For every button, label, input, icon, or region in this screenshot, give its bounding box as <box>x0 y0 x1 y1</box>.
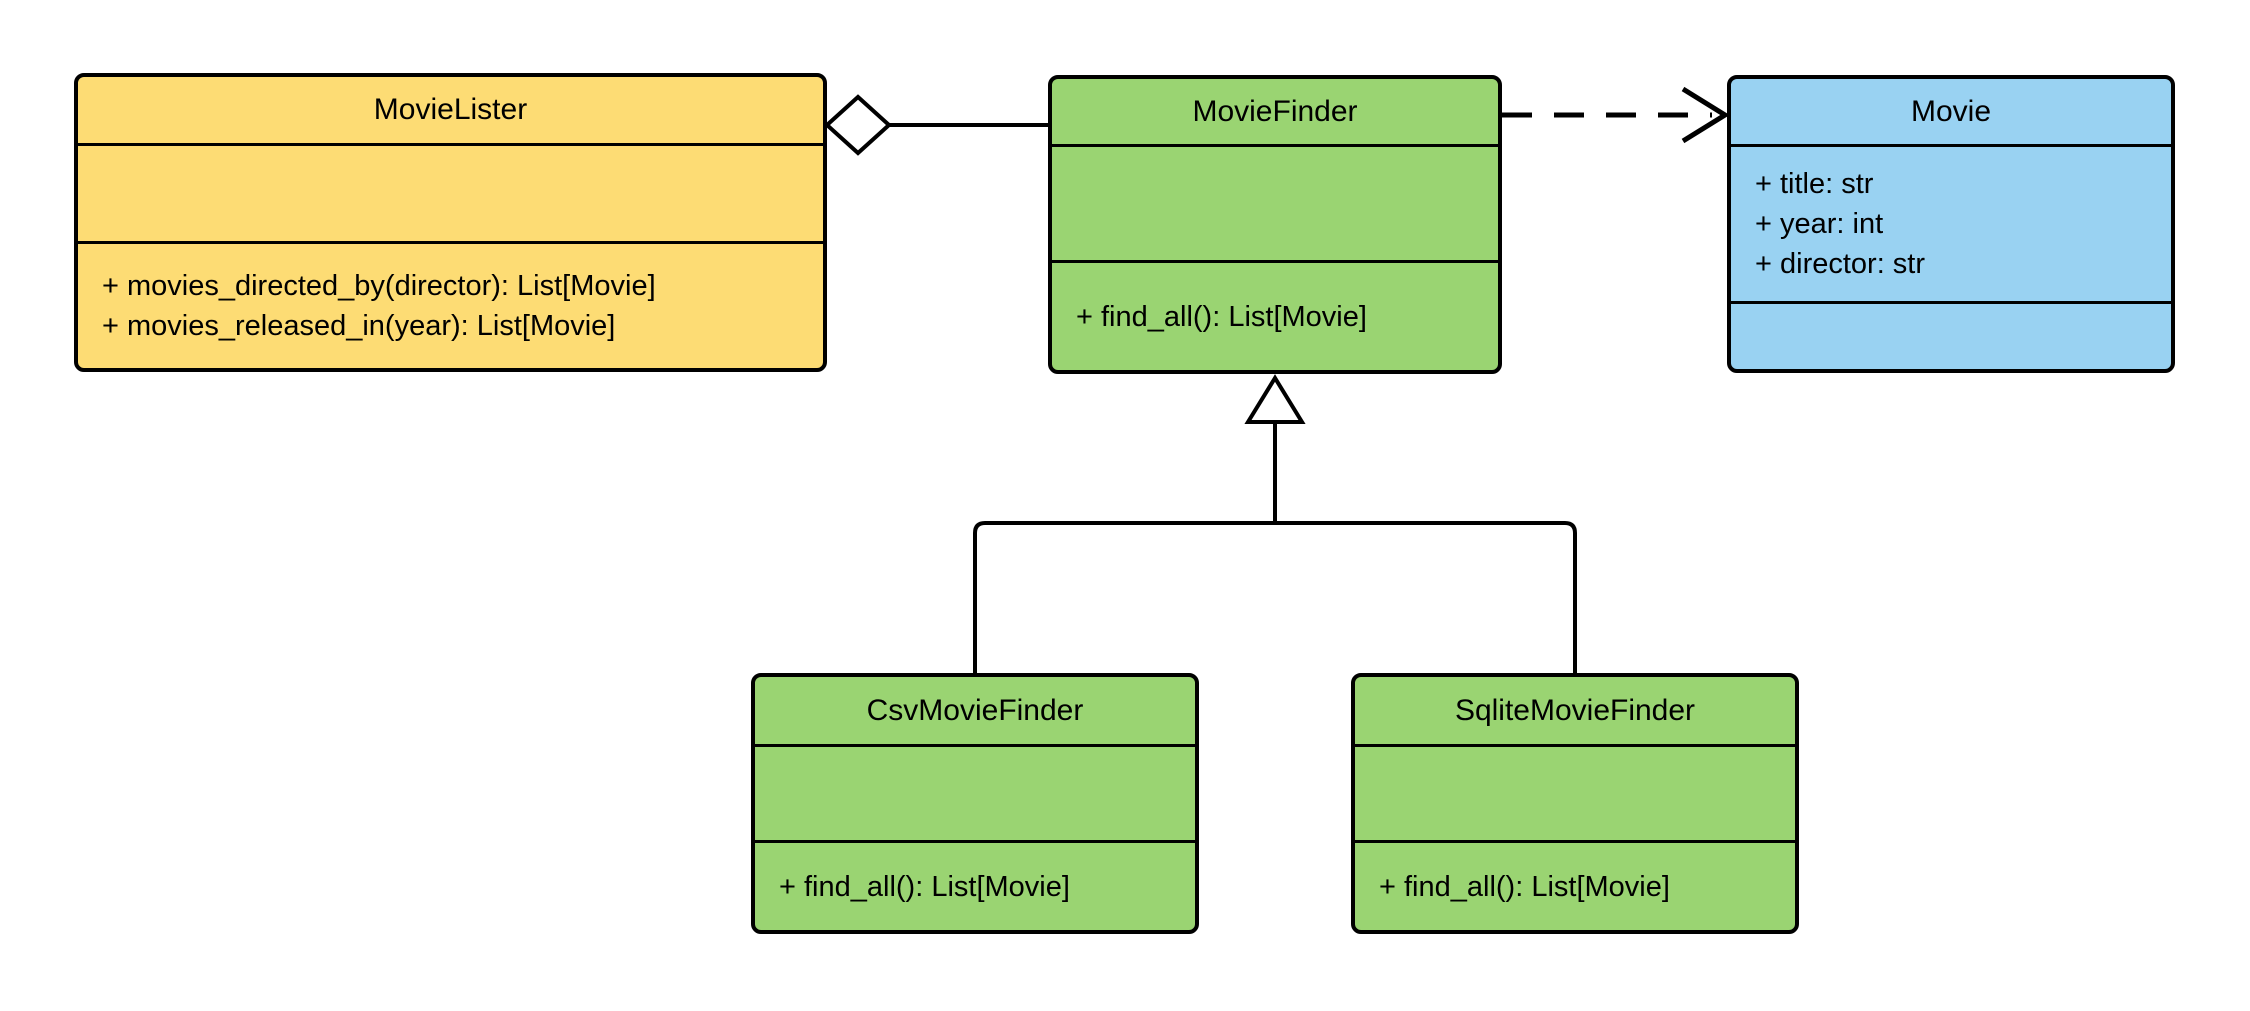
method-label: + find_all(): List[Movie] <box>1076 300 1367 333</box>
class-methods: + find_all(): List[Movie] <box>1052 260 1498 370</box>
inheritance-link-finders[interactable] <box>973 374 1577 673</box>
inheritance-triangle-icon <box>1244 374 1306 424</box>
class-methods: + movies_directed_by(director): List[Mov… <box>78 241 823 368</box>
method-label: + find_all(): List[Movie] <box>779 870 1070 903</box>
class-attributes-empty <box>755 744 1195 840</box>
method-label: + movies_released_in(year): List[Movie] <box>102 310 616 342</box>
class-csvmoviefinder[interactable]: CsvMovieFinder + find_all(): List[Movie] <box>751 673 1199 934</box>
class-methods: + find_all(): List[Movie] <box>1355 840 1795 930</box>
open-arrowhead-icon <box>1681 86 1730 144</box>
dependency-arrow-finder-movie[interactable] <box>1502 86 1730 144</box>
class-attributes: + title: str + year: int + director: str <box>1731 144 2171 301</box>
class-attributes-empty <box>1355 744 1795 840</box>
class-title: MovieLister <box>373 93 528 126</box>
method-label: + movies_directed_by(director): List[Mov… <box>102 270 656 302</box>
class-sqlitemoviefinder[interactable]: SqliteMovieFinder + find_all(): List[Mov… <box>1351 673 1799 934</box>
attribute-label: + year: int <box>1755 208 1884 240</box>
class-title: SqliteMovieFinder <box>1454 693 1696 727</box>
aggregation-diamond-icon <box>824 94 892 156</box>
class-title: Movie <box>1910 94 1992 128</box>
class-methods-empty <box>1731 301 2171 369</box>
class-attributes-empty <box>1052 144 1498 260</box>
class-methods: + find_all(): List[Movie] <box>755 840 1195 930</box>
class-moviefinder[interactable]: MovieFinder + find_all(): List[Movie] <box>1048 75 1502 374</box>
method-label: + find_all(): List[Movie] <box>1379 870 1670 903</box>
attribute-label: + title: str <box>1755 168 1874 200</box>
inheritance-branch-line <box>973 521 1577 673</box>
class-movie[interactable]: Movie + title: str + year: int + directo… <box>1727 75 2175 373</box>
class-attributes-empty <box>78 143 823 241</box>
aggregation-link-lister-finder[interactable] <box>824 94 1048 156</box>
class-movielister[interactable]: MovieLister + movies_directed_by(directo… <box>74 73 827 372</box>
class-title: MovieFinder <box>1192 94 1358 128</box>
class-title: CsvMovieFinder <box>866 693 1084 727</box>
attribute-label: + director: str <box>1755 248 1926 280</box>
